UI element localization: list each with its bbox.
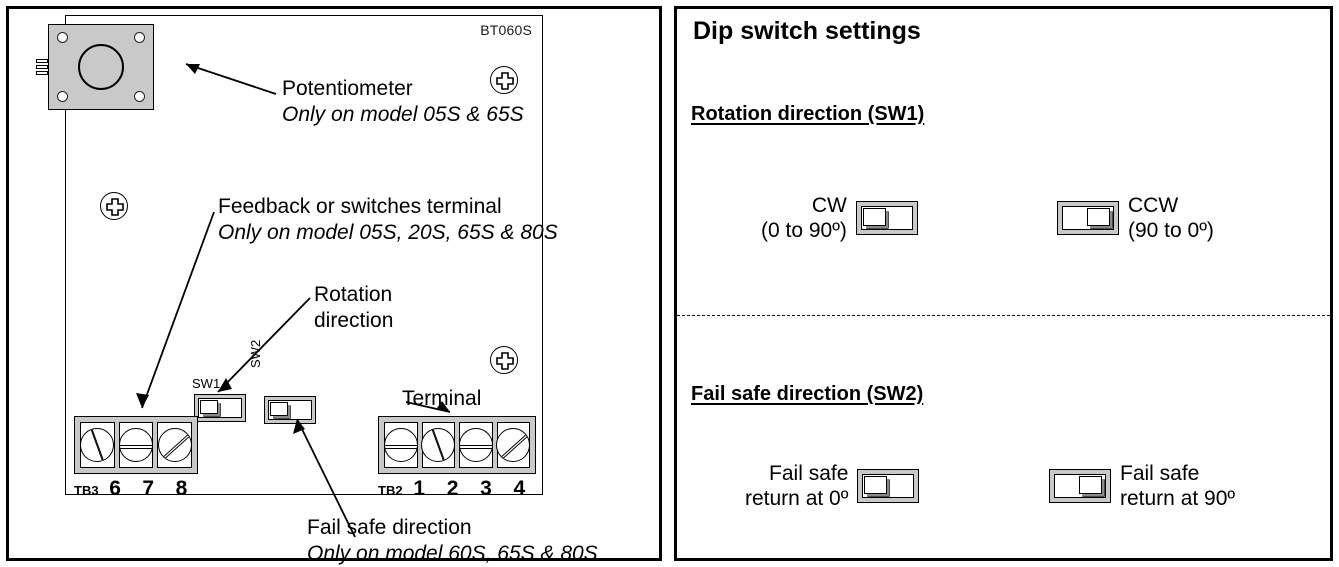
tb2-number-row: TB2 1 2 3 4 xyxy=(378,477,536,501)
settings-title: Dip switch settings xyxy=(693,17,921,45)
section-heading-failsafe: Fail safe direction (SW2) xyxy=(691,383,924,405)
terminal-cell[interactable] xyxy=(118,422,154,468)
mounting-hole-icon xyxy=(134,32,145,43)
cw-track xyxy=(860,206,913,231)
terminal-cell[interactable] xyxy=(496,422,531,468)
terminal-cell[interactable] xyxy=(383,422,418,468)
potentiometer-dial-icon xyxy=(78,44,124,90)
annotation-failsafe-direction: Fail safe direction Only on model 60S, 6… xyxy=(307,515,598,566)
option-ccw-line1: CCW xyxy=(1128,194,1179,217)
annotation-title: Fail safe direction xyxy=(307,516,472,539)
option-ccw-line2: (90 to 0º) xyxy=(1128,219,1214,243)
ccw-track xyxy=(1062,206,1114,231)
sw2-track xyxy=(268,400,312,420)
annotation-terminal: Terminal xyxy=(402,386,481,412)
slotted-screw-icon xyxy=(157,428,192,462)
failsafe-90-toggle[interactable] xyxy=(1079,476,1102,495)
annotation-rotation-direction: Rotation direction xyxy=(314,282,393,333)
sw1-board-label: SW1 xyxy=(192,376,221,391)
annotation-feedback: Feedback or switches terminal Only on mo… xyxy=(218,194,558,245)
tb3-number-row: TB3 6 7 8 xyxy=(74,477,198,501)
terminal-block-tb2 xyxy=(378,416,536,474)
option-failsafe-90-line1: Fail safe xyxy=(1120,462,1200,485)
settings-panel: Dip switch settings Rotation direction (… xyxy=(674,6,1333,561)
annotation-title: Feedback or switches terminal xyxy=(218,195,502,218)
option-ccw[interactable]: CCW (90 to 0º) xyxy=(1057,193,1214,243)
failsafe-0-track xyxy=(862,474,915,499)
pcb-board: BT060S xyxy=(36,15,558,500)
slotted-screw-icon xyxy=(80,428,115,462)
option-failsafe-0-line2: return at 0º xyxy=(745,487,849,511)
cw-toggle[interactable] xyxy=(862,208,886,227)
cw-dip-switch-graphic[interactable] xyxy=(855,201,918,236)
failsafe-0-toggle[interactable] xyxy=(864,476,888,495)
potentiometer-component xyxy=(36,24,154,110)
annotation-title: Potentiometer xyxy=(282,77,413,100)
option-failsafe-0-label: Fail safe return at 0º xyxy=(745,461,848,511)
annotation-note: Only on model 05S & 65S xyxy=(282,102,524,126)
potentiometer-pins-icon xyxy=(36,59,48,75)
ccw-toggle[interactable] xyxy=(1087,208,1110,227)
section-divider xyxy=(677,315,1330,316)
annotation-note: Only on model 60S, 65S & 80S xyxy=(307,541,598,565)
phillips-screw-icon xyxy=(490,66,518,94)
slotted-screw-icon xyxy=(458,428,493,462)
board-panel: BT060S xyxy=(6,6,662,565)
sw2-toggle[interactable] xyxy=(270,402,289,416)
failsafe-90-dip-switch-graphic[interactable] xyxy=(1049,469,1111,504)
leader-lines xyxy=(136,63,451,413)
sw1-dip-switch[interactable] xyxy=(194,394,246,422)
slotted-screw-icon xyxy=(119,428,153,462)
annotation-note: Only on model 05S, 20S, 65S & 80S xyxy=(218,220,558,244)
tb2-num: 2 xyxy=(446,477,459,500)
annotation-potentiometer: Potentiometer Only on model 05S & 65S xyxy=(282,76,524,127)
tb2-num: 1 xyxy=(413,477,426,500)
sw2-dip-switch[interactable] xyxy=(264,396,316,424)
sw1-track xyxy=(198,398,242,418)
slotted-screw-icon xyxy=(421,428,456,462)
tb3-tag: TB3 xyxy=(74,483,99,498)
terminal-cell[interactable] xyxy=(421,422,456,468)
section-heading-rotation: Rotation direction (SW1) xyxy=(691,103,925,125)
option-failsafe-90-label: Fail safe return at 90º xyxy=(1120,461,1235,511)
ccw-dip-switch-graphic[interactable] xyxy=(1057,201,1119,236)
slotted-screw-icon xyxy=(496,428,531,462)
option-ccw-label: CCW (90 to 0º) xyxy=(1128,193,1214,243)
option-failsafe-0-line1: Fail safe xyxy=(769,462,849,485)
slotted-screw-icon xyxy=(383,428,418,462)
option-cw-line2: (0 to 90º) xyxy=(761,219,847,243)
option-cw-line1: CW xyxy=(811,194,847,217)
terminal-cell[interactable] xyxy=(80,422,115,468)
terminal-cell[interactable] xyxy=(157,422,193,468)
option-failsafe-90[interactable]: Fail safe return at 90º xyxy=(1049,461,1235,511)
mounting-hole-icon xyxy=(57,91,68,102)
option-failsafe-0[interactable]: Fail safe return at 0º xyxy=(745,461,920,511)
tb2-num: 3 xyxy=(480,477,492,500)
option-failsafe-90-line2: return at 90º xyxy=(1120,487,1236,511)
mounting-hole-icon xyxy=(57,32,68,43)
tb3-num: 8 xyxy=(175,477,188,500)
annotation-line2: direction xyxy=(314,308,394,332)
tb3-num: 6 xyxy=(109,477,121,500)
board-model-label: BT060S xyxy=(480,22,532,38)
phillips-screw-icon xyxy=(100,192,128,220)
failsafe-0-dip-switch-graphic[interactable] xyxy=(857,469,920,504)
option-cw-label: CW (0 to 90º) xyxy=(761,193,847,243)
tb2-num: 4 xyxy=(513,477,526,500)
terminal-cell[interactable] xyxy=(458,422,493,468)
tb3-num: 7 xyxy=(142,477,155,500)
option-cw[interactable]: CW (0 to 90º) xyxy=(761,193,918,243)
annotation-line1: Rotation xyxy=(314,283,393,306)
terminal-block-tb3 xyxy=(74,416,198,474)
tb2-tag: TB2 xyxy=(378,483,403,498)
failsafe-90-track xyxy=(1054,474,1106,499)
phillips-screw-icon xyxy=(490,346,518,374)
sw1-toggle[interactable] xyxy=(200,400,219,414)
annotation-title: Terminal xyxy=(402,387,482,410)
failsafe-leader-line xyxy=(293,418,356,538)
mounting-hole-icon xyxy=(134,91,145,102)
